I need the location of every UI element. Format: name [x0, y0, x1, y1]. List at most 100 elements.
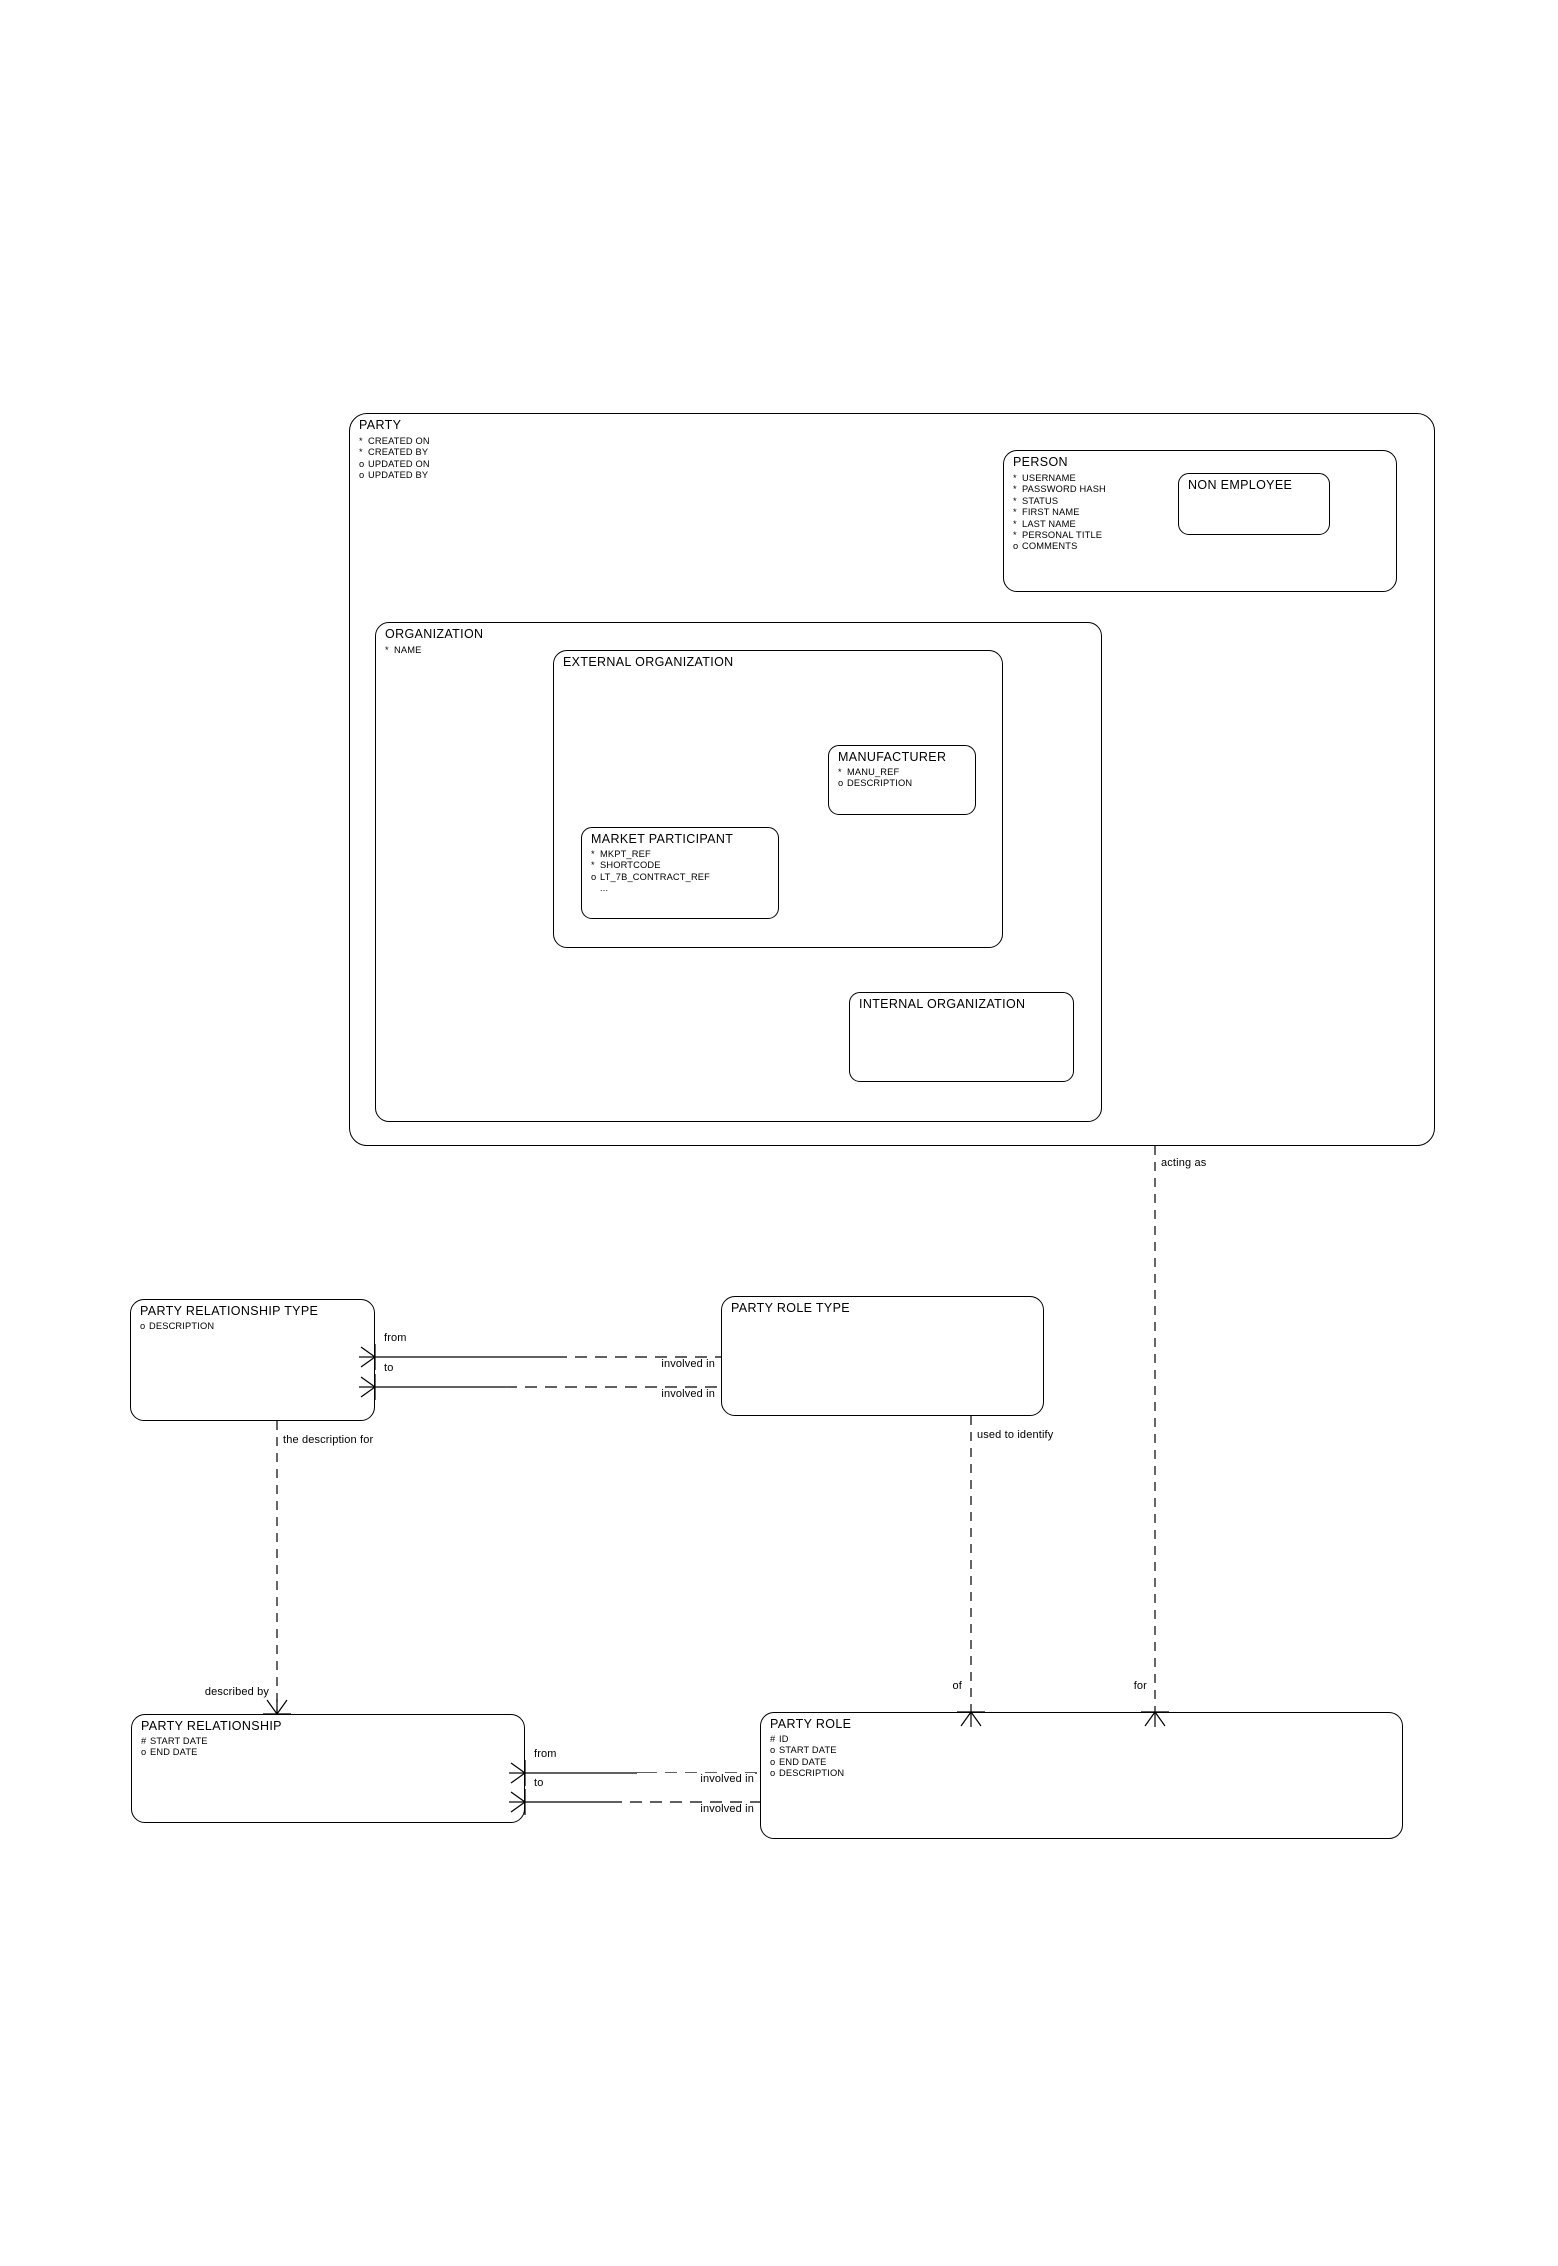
label-described-by: described by [146, 1686, 270, 1698]
label-the-description-for: the description for [282, 1434, 375, 1446]
attribute-label: MKPT_REF [600, 849, 651, 859]
attribute-label: USERNAME [1022, 473, 1076, 483]
label-pr-involved-in-1: involved in [637, 1773, 755, 1785]
attribute-marker: * [385, 645, 389, 655]
attribute-marker: o [140, 1321, 146, 1331]
entity-organization[interactable]: ORGANIZATION *NAME [375, 622, 1102, 1122]
entity-market-participant[interactable]: MARKET PARTICIPANT *MKPT_REF *SHORTCODE … [581, 827, 779, 919]
attribute-row: ... [591, 883, 710, 894]
attribute-label: PERSONAL TITLE [1022, 530, 1103, 541]
entity-party-role-type[interactable]: PARTY ROLE TYPE [721, 1296, 1044, 1416]
entity-internal-organization[interactable]: INTERNAL ORGANIZATION [849, 992, 1074, 1082]
entity-party-title: PARTY [359, 418, 402, 432]
attribute-marker: * [359, 436, 363, 446]
attribute-label: DESCRIPTION [779, 1768, 845, 1779]
attribute-row: *SHORTCODE [591, 860, 710, 871]
attribute-label: END DATE [150, 1747, 198, 1758]
entity-external-organization[interactable]: EXTERNAL ORGANIZATION [553, 650, 1003, 948]
attribute-label: UPDATED ON [368, 458, 430, 469]
attribute-marker: # [770, 1734, 776, 1744]
entity-party-relationship-title: PARTY RELATIONSHIP [141, 1719, 282, 1733]
attribute-row: * FIRST NAME [1013, 507, 1106, 518]
attribute-marker: o [770, 1745, 776, 1756]
attribute-label: STATUS [1022, 495, 1059, 506]
attribute-label: PASSWORD HASH [1022, 484, 1106, 495]
attribute-marker: o [141, 1747, 147, 1758]
attribute-marker: # [141, 1736, 147, 1746]
attribute-label: CREATED ON [368, 436, 430, 446]
attribute-row: #START DATE [141, 1736, 208, 1747]
attribute-marker: o [770, 1756, 776, 1767]
attribute-label: START DATE [779, 1745, 837, 1756]
label-prt-involved-in-2: involved in [598, 1388, 716, 1400]
attribute-label: DESCRIPTION [149, 1321, 215, 1331]
attribute-marker: * [1013, 473, 1017, 483]
label-of: of [916, 1680, 963, 1692]
entity-person[interactable]: PERSON * USERNAME * PASSWORD HASH * STATUS … [1003, 450, 1397, 592]
attribute-row: * PERSONAL TITLE [1013, 530, 1106, 541]
entity-manufacturer-title: MANUFACTURER [838, 750, 947, 764]
attribute-marker: * [1013, 518, 1017, 529]
attribute-label: ID [779, 1734, 789, 1744]
attribute-marker: * [1013, 530, 1017, 541]
attribute-label: LAST NAME [1022, 518, 1076, 529]
entity-organization-attributes: * NAME [385, 645, 421, 656]
attribute-label: START DATE [150, 1736, 208, 1746]
entity-non-employee[interactable]: NON EMPLOYEE [1178, 473, 1330, 535]
attribute-row: * MKPT_REF [591, 849, 710, 860]
crowsfoot-described-by [263, 1699, 291, 1715]
entity-non-employee-title: NON EMPLOYEE [1188, 478, 1293, 492]
attribute-row: * USERNAME [1013, 473, 1106, 484]
attribute-row: * CREATED ON [359, 436, 430, 447]
attribute-marker: * [1013, 507, 1017, 518]
label-prt-involved-in-1: involved in [598, 1358, 716, 1370]
attribute-label: NAME [394, 645, 422, 655]
attribute-marker: o [770, 1768, 776, 1779]
label-pr-to: to [533, 1777, 545, 1789]
attribute-marker: o [1013, 541, 1019, 552]
label-used-to-identify: used to identify [976, 1429, 1055, 1441]
attribute-row: * STATUS [1013, 496, 1106, 507]
attribute-marker: * [591, 849, 595, 859]
attribute-label: ... [600, 883, 609, 894]
attribute-label: FIRST NAME [1022, 507, 1080, 518]
entity-internal-organization-title: INTERNAL ORGANIZATION [859, 997, 1026, 1011]
attribute-label: CREATED BY [368, 447, 429, 458]
label-for: for [1104, 1680, 1148, 1692]
entity-person-attributes: * USERNAME * PASSWORD HASH * STATUS * FIRST … [1013, 473, 1106, 553]
attribute-marker: * [1013, 495, 1017, 506]
attribute-label: DESCRIPTION [847, 778, 913, 789]
attribute-marker: * [1013, 484, 1017, 495]
attribute-label: LT_7B_CONTRACT_REF [600, 871, 710, 882]
attribute-marker: o [591, 871, 597, 882]
label-pr-from: from [533, 1748, 558, 1760]
attribute-marker: o [359, 458, 365, 469]
entity-external-organization-title: EXTERNAL ORGANIZATION [563, 655, 734, 669]
entity-person-title: PERSON [1013, 455, 1068, 469]
attribute-marker: o [359, 470, 365, 481]
attribute-label: SHORTCODE [600, 860, 661, 871]
attribute-row: *CREATED BY [359, 447, 430, 458]
attribute-row: * PASSWORD HASH [1013, 484, 1106, 495]
